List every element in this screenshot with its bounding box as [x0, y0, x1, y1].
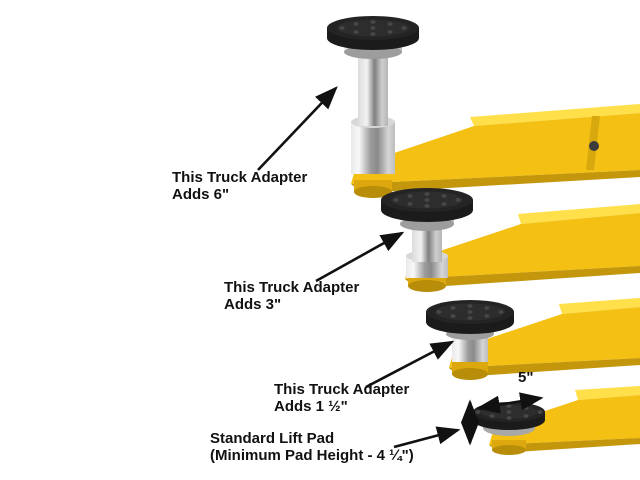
lift-arm-2 — [405, 204, 640, 292]
arm1-joint-bolt — [589, 141, 599, 151]
arrow-adapter-3 — [315, 231, 405, 283]
adapter6-sleeve — [351, 122, 395, 174]
arm1-underside — [351, 170, 640, 193]
annotation-adapter-3-line2: Adds 3" — [224, 296, 281, 313]
adapter6-shaft — [358, 50, 388, 126]
diameter-measure-arrow — [476, 392, 544, 414]
annotation-standard-pad-line1: Standard Lift Pad — [210, 430, 334, 447]
arm2-top-face — [518, 204, 640, 224]
arm4-underside — [489, 438, 640, 453]
lift-arm-1 — [351, 104, 640, 198]
arm1-boss-bottom — [354, 186, 392, 198]
annotation-standard-pad-line2: (Minimum Pad Height - 4 ¼") — [210, 447, 414, 464]
arrow-adapter-1-5 — [365, 340, 455, 389]
annotation-adapter-1-5-line2: Adds 1 ½" — [274, 398, 348, 415]
lift-arm-3 — [449, 298, 640, 380]
arrow-adapter-6 — [257, 86, 338, 171]
arm1-top-face — [470, 104, 640, 126]
pad-diameter-label: 5" — [518, 369, 533, 386]
arrow-standard-pad — [393, 426, 461, 449]
arm2-boss-bottom — [408, 280, 446, 292]
arm4-boss-bottom — [492, 445, 526, 455]
arm1-body — [351, 113, 640, 184]
arm4-top-face — [575, 386, 640, 400]
arm2-body — [405, 213, 640, 279]
annotation-adapter-6-line1: This Truck Adapter — [172, 169, 307, 186]
annotation-adapter-6-line2: Adds 6" — [172, 186, 229, 203]
arm3-underside — [449, 358, 640, 377]
truck-adapter-6in — [327, 16, 419, 174]
arm3-boss-bottom — [452, 368, 488, 380]
annotation-adapter-1-5-line1: This Truck Adapter — [274, 381, 409, 398]
arm3-body — [449, 307, 640, 368]
annotation-adapter-3-line1: This Truck Adapter — [224, 279, 359, 296]
arm3-top-face — [559, 298, 640, 314]
truck-adapter-1-5in — [426, 300, 514, 362]
truck-adapter-3in — [381, 188, 473, 278]
arm2-underside — [405, 266, 640, 288]
